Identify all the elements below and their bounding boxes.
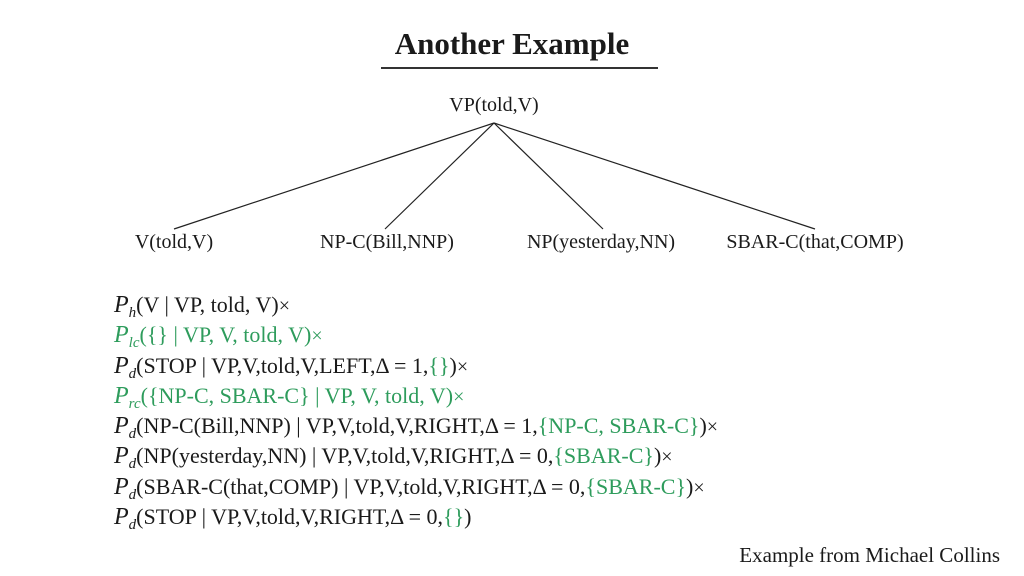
- formula-subscript: d: [128, 365, 137, 382]
- formula-subscript: h: [128, 305, 137, 321]
- formula-line: Pd(STOP | VP,V,told,V,RIGHT,Δ = 0,{}): [114, 502, 718, 534]
- formula-subscript: d: [128, 486, 137, 503]
- formula-subscript: rc: [128, 395, 141, 412]
- formula-times: ×: [661, 446, 673, 469]
- formula-close: ): [686, 473, 694, 499]
- formula-line: Prc({NP-C, SBAR-C} | VP, V, told, V)×: [114, 381, 718, 412]
- credit-text: Example from Michael Collins: [739, 543, 1000, 567]
- formula-prob-symbol: P: [114, 413, 129, 440]
- title-underline: [381, 67, 658, 69]
- formula-close: ): [699, 413, 707, 439]
- formula-args: (STOP | VP,V,told,V,LEFT,Δ = 1,: [136, 352, 429, 378]
- formula-close: ): [464, 504, 472, 530]
- formula-prob-symbol: P: [114, 443, 129, 470]
- slide-title: Another Example: [394, 26, 630, 61]
- formula-prob-symbol: P: [114, 322, 129, 349]
- formula-line: Pd(SBAR-C(that,COMP) | VP,V,told,V,RIGHT…: [114, 472, 718, 503]
- formula-args: ({} | VP, V, told, V): [139, 322, 312, 348]
- tree-edge-2: [384, 122, 495, 230]
- formula-prob-symbol: P: [114, 504, 129, 531]
- parse-tree: VP(told,V) V(told,V) NP-C(Bill,NNP) NP(y…: [135, 94, 904, 253]
- tree-child-label: NP(yesterday,NN): [527, 231, 675, 253]
- tree-edge-1: [173, 122, 495, 230]
- formula-args: (STOP | VP,V,told,V,RIGHT,Δ = 0,: [136, 504, 444, 530]
- formula-subscript: d: [128, 517, 137, 534]
- formula-line: Pd(NP-C(Bill,NNP) | VP,V,told,V,RIGHT,Δ …: [114, 411, 719, 443]
- tree-child-label: SBAR-C(that,COMP): [726, 231, 903, 253]
- formula-times: ×: [453, 385, 465, 408]
- formula-subscript: d: [128, 456, 137, 473]
- formula-subscript: lc: [128, 335, 140, 352]
- formula-line: Plc({} | VP, V, told, V)×: [114, 320, 718, 352]
- formula-prob-symbol: P: [114, 352, 129, 379]
- formula-line: Pd(STOP | VP,V,told,V,LEFT,Δ = 1,{})×: [114, 351, 718, 382]
- formula-args: (SBAR-C(that,COMP) | VP,V,told,V,RIGHT,Δ…: [136, 473, 586, 499]
- tree-child-label: V(told,V): [135, 231, 213, 253]
- formula-times: ×: [278, 295, 291, 317]
- formula-args: ({NP-C, SBAR-C} | VP, V, told, V): [140, 382, 454, 408]
- formula-prob-symbol: P: [114, 382, 129, 409]
- probability-formulas: Ph(V | VP, told, V)× Plc({} | VP, V, tol…: [114, 290, 719, 534]
- tree-edge-4: [493, 122, 816, 230]
- formula-times: ×: [706, 416, 719, 439]
- formula-green-set: {}: [443, 504, 465, 530]
- formula-args: (NP(yesterday,NN) | VP,V,told,V,RIGHT,Δ …: [136, 443, 554, 469]
- formula-line: Pd(NP(yesterday,NN) | VP,V,told,V,RIGHT,…: [114, 441, 718, 473]
- formula-subscript: d: [128, 426, 137, 443]
- formula-close: ): [449, 352, 457, 378]
- formula-args: (NP-C(Bill,NNP) | VP,V,told,V,RIGHT,Δ = …: [136, 413, 538, 439]
- formula-times: ×: [456, 355, 469, 378]
- tree-child-label: NP-C(Bill,NNP): [320, 231, 454, 253]
- formula-green-set: {}: [428, 352, 450, 378]
- formula-args: (V | VP, told, V): [136, 292, 279, 317]
- formula-times: ×: [311, 325, 323, 348]
- tree-edge-3: [493, 122, 604, 230]
- formula-line: Ph(V | VP, told, V)×: [114, 290, 718, 321]
- formula-prob-symbol: P: [114, 473, 129, 500]
- formula-green-set: {SBAR-C}: [585, 473, 687, 499]
- formula-times: ×: [693, 476, 705, 499]
- formula-green-set: {NP-C, SBAR-C}: [537, 413, 700, 439]
- formula-close: ): [653, 443, 662, 469]
- formula-green-set: {SBAR-C}: [553, 443, 654, 469]
- tree-root-label: VP(told,V): [449, 94, 538, 116]
- formula-prob-symbol: P: [114, 292, 129, 318]
